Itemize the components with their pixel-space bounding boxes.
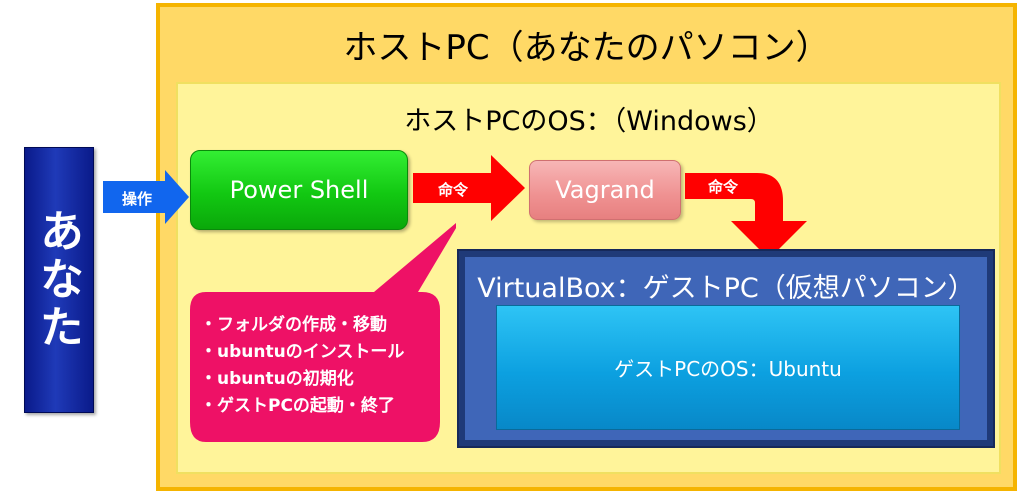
you-label: あなた [32, 208, 83, 352]
command-label-1: 命令 [437, 181, 469, 199]
callout-item: ・フォルダの作成・移動 [200, 315, 387, 335]
callout-list: ・フォルダの作成・移動 ・ubuntuのインストール ・ubuntuの初期化 ・… [200, 312, 448, 438]
host-os-title: ホストPCのOS：（Windows） [404, 105, 774, 137]
callout-item: ・ubuntuのインストール [200, 342, 405, 362]
guest-os-box: ゲストPCのOS：Ubuntu [496, 305, 960, 430]
operate-arrow: 操作 [103, 170, 189, 224]
vagrand-box: Vagrand [529, 160, 681, 220]
command-arrow-2: 命令 [685, 173, 807, 259]
host-pc-title: ホストPC（あなたのパソコン） [343, 27, 830, 68]
operate-label: 操作 [122, 190, 152, 208]
command-arrow-1: 命令 [413, 155, 525, 221]
virtualbox-title: VirtualBox：ゲストPC（仮想パソコン） [477, 272, 975, 304]
powershell-label: Power Shell [229, 176, 369, 204]
vagrand-label: Vagrand [555, 176, 655, 204]
callout-bubble [190, 223, 456, 442]
guest-os-label: ゲストPCのOS：Ubuntu [614, 357, 842, 381]
callout-item: ・ゲストPCの起動・終了 [200, 396, 395, 416]
command-label-2: 命令 [707, 178, 739, 196]
you-box: あなた [24, 147, 94, 413]
callout-item: ・ubuntuの初期化 [200, 369, 354, 389]
powershell-box: Power Shell [190, 150, 408, 230]
